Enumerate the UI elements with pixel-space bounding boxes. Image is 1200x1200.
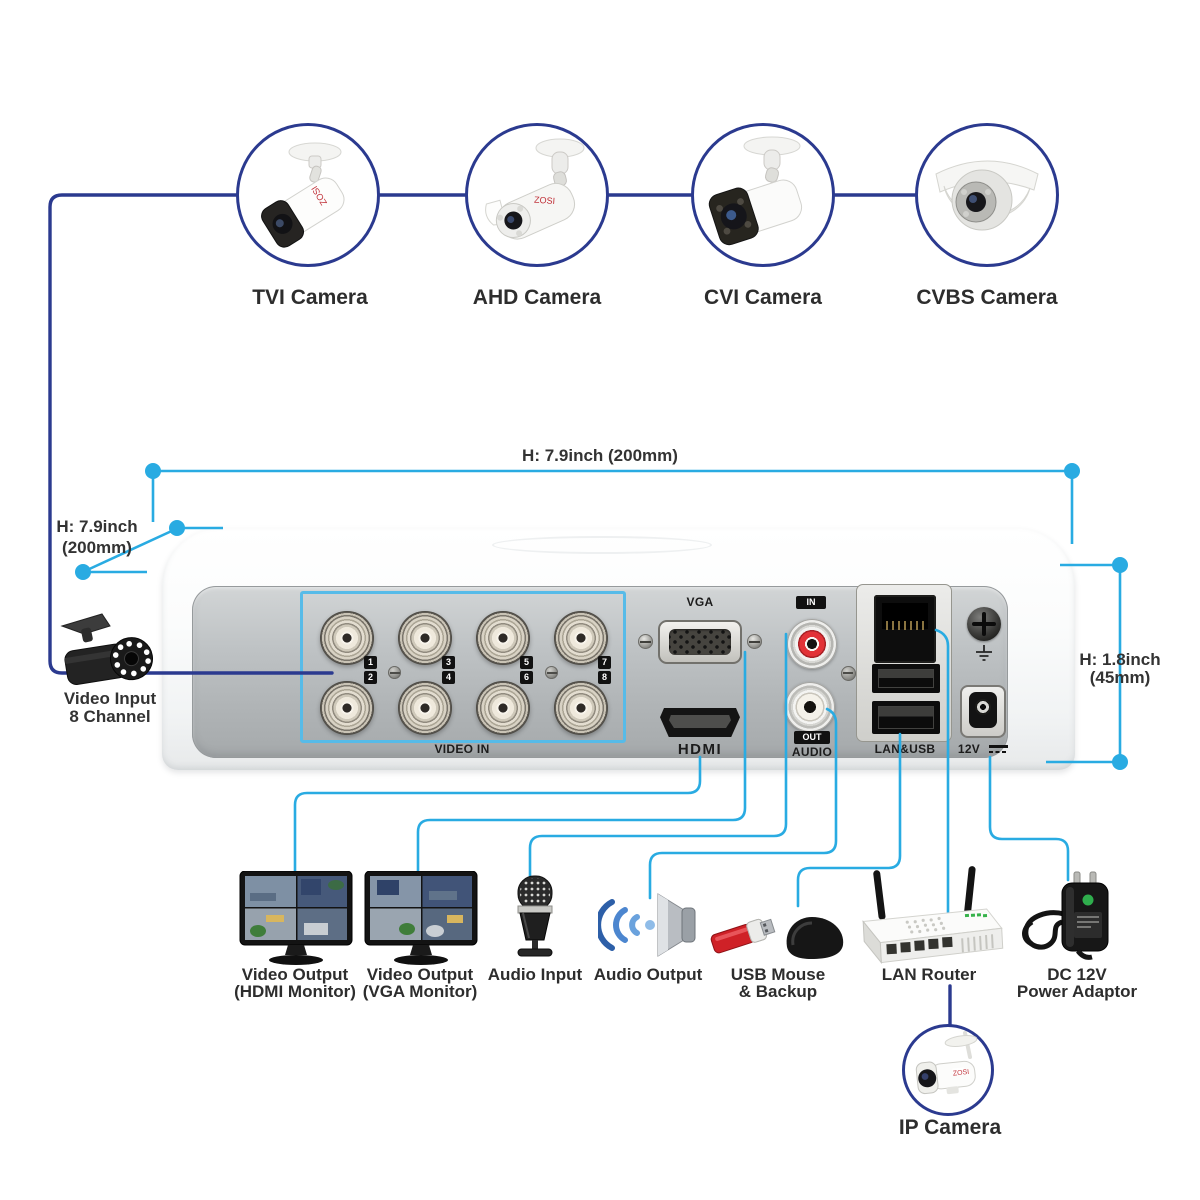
bullet-camera-icon: ZOSI xyxy=(485,138,585,240)
ip-camera-icon: ZOSI xyxy=(915,1031,978,1095)
svg-text:ZOSI: ZOSI xyxy=(534,195,556,206)
ground-symbol-icon xyxy=(976,645,992,661)
svg-text:ZOSI: ZOSI xyxy=(953,1069,970,1078)
vga-monitor-label-1: Video Output xyxy=(366,965,474,984)
height-dimension-label-1: H: 1.8inch xyxy=(1079,650,1161,669)
screw-icon xyxy=(841,666,856,681)
ip-camera-label: IP Camera xyxy=(898,1116,1002,1139)
usb-mouse-icon xyxy=(705,901,855,961)
audio-in-badge: IN xyxy=(796,596,826,609)
bullet-camera-icon xyxy=(708,136,803,246)
height-dimension-label-2: (45mm) xyxy=(1089,668,1151,687)
ip-camera-circle: ZOSI xyxy=(902,1024,994,1116)
dvr-top-recess xyxy=(492,536,712,554)
lan-usb-label: LAN&USB xyxy=(874,742,936,756)
hdmi-line xyxy=(293,755,702,875)
tvi-camera-label: TVI Camera xyxy=(252,286,368,309)
video-input-camera-icon xyxy=(52,608,162,694)
bnc-number-badge: 3 xyxy=(442,656,455,669)
bnc-number-badge: 6 xyxy=(520,671,533,684)
screw-icon xyxy=(747,634,762,649)
audio-label: AUDIO xyxy=(791,745,833,759)
speaker-icon xyxy=(598,886,698,964)
bullet-camera-icon: ZOSI xyxy=(261,142,345,248)
ground-screw-icon xyxy=(967,607,1001,641)
depth-dimension-label-1: H: 7.9inch xyxy=(56,517,138,536)
usb-mouse-label-1: USB Mouse xyxy=(730,965,826,984)
video-in-label: VIDEO IN xyxy=(434,742,490,756)
rca-audio-in-port xyxy=(787,619,837,669)
cvbs-camera-circle xyxy=(915,123,1059,267)
bnc-number-badge: 1 xyxy=(364,656,377,669)
rca-audio-out-port xyxy=(785,682,835,732)
audio-input-label: Audio Input xyxy=(487,965,583,984)
audio-output-label: Audio Output xyxy=(593,965,703,984)
tvi-camera-circle: ZOSI xyxy=(236,123,380,267)
lan-port xyxy=(874,595,936,663)
hdmi-monitor-icon xyxy=(238,871,354,967)
usb-mouse-label-2: & Backup xyxy=(738,982,818,1001)
hdmi-monitor-label-1: Video Output xyxy=(241,965,349,984)
depth-dimension-label-2: (200mm) xyxy=(62,538,132,557)
microphone-icon xyxy=(505,874,565,960)
hdmi-monitor-label-2: (HDMI Monitor) xyxy=(234,982,356,1001)
ahd-camera-circle: ZOSI xyxy=(465,123,609,267)
usb-port xyxy=(872,664,940,693)
vga-port xyxy=(658,620,742,664)
width-dimension-label: H: 7.9inch (200mm) xyxy=(522,446,678,465)
video-input-label-1: Video Input xyxy=(63,689,157,708)
bnc-number-badge: 5 xyxy=(520,656,533,669)
hdmi-port xyxy=(660,708,740,737)
video-in-highlight-box xyxy=(300,591,626,743)
power-adaptor-label-1: DC 12V xyxy=(1047,965,1107,984)
bnc-connector-2 xyxy=(320,681,374,735)
bnc-number-badge: 7 xyxy=(598,656,611,669)
cvbs-camera-label: CVBS Camera xyxy=(916,286,1058,309)
power-line xyxy=(988,755,1070,882)
power-label: 12V xyxy=(957,742,981,756)
screw-icon xyxy=(388,666,401,679)
audio-out-badge: OUT xyxy=(794,731,830,744)
dome-camera-icon xyxy=(935,160,1039,231)
bnc-number-badge: 4 xyxy=(442,671,455,684)
vga-monitor-label-2: (VGA Monitor) xyxy=(362,982,478,1001)
vga-monitor-icon xyxy=(363,871,479,967)
vga-label: VGA xyxy=(686,595,714,609)
cvi-camera-label: CVI Camera xyxy=(704,286,822,309)
power-adaptor-label-2: Power Adaptor xyxy=(1016,982,1138,1001)
ahd-camera-label: AHD Camera xyxy=(472,286,602,309)
lan-router-label: LAN Router xyxy=(881,965,977,984)
screw-icon xyxy=(638,634,653,649)
lan-router-icon xyxy=(850,866,1010,968)
bnc-number-badge: 2 xyxy=(364,671,377,684)
video-input-label-2: 8 Channel xyxy=(69,707,151,726)
usb-port xyxy=(872,701,940,734)
cvi-camera-circle xyxy=(691,123,835,267)
dc-power-jack xyxy=(960,685,1006,738)
hdmi-label: HDMI xyxy=(677,741,723,758)
bnc-number-badge: 8 xyxy=(598,671,611,684)
dc-voltage-icon xyxy=(989,744,1008,754)
power-adaptor-icon xyxy=(1018,870,1118,967)
